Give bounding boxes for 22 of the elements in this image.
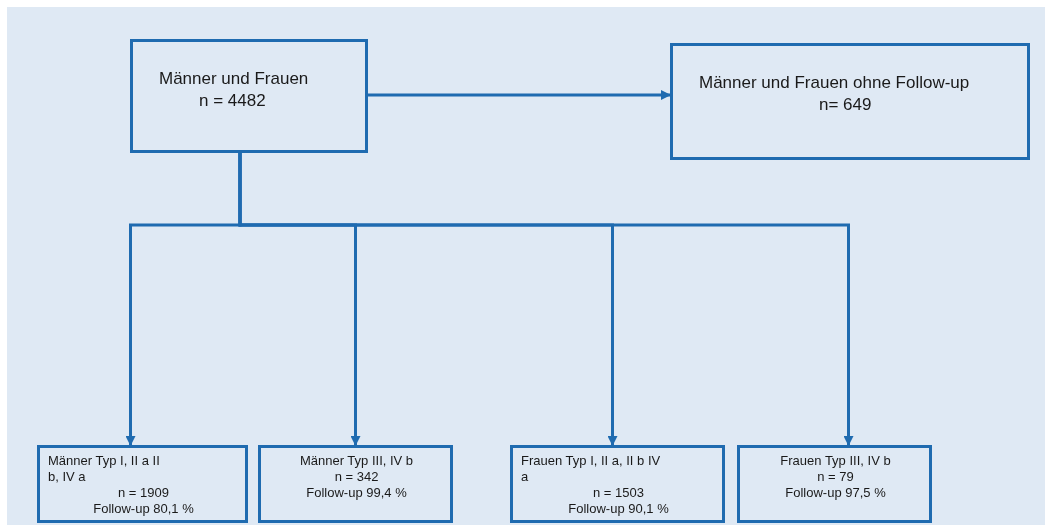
process-box [737,445,932,523]
box-text: n = 79 [816,469,855,485]
process-box [37,445,248,523]
box-text: Frauen Typ III, IV b [779,453,892,469]
process-box [258,445,453,523]
process-box [670,43,1030,160]
box-text: n = 1909 [117,485,170,501]
box-text: Follow-up 97,5 % [784,485,887,501]
box-text: n = 342 [333,469,380,485]
arrow [368,90,671,100]
box-text: n = 1503 [592,485,645,501]
box-text: n= 649 [818,94,873,116]
box-text: n = 4482 [198,90,267,112]
box-text: Follow-up 99,4 % [305,485,408,501]
process-box [130,39,368,153]
box-text: Männer Typ III, IV b [298,453,415,469]
box-text: Männer und Frauen [159,68,310,90]
box-text: Männer und Frauen ohne Follow-up [699,72,971,94]
box-text: Follow-up 90,1 % [567,501,670,517]
box-text: Follow-up 80,1 % [92,501,195,517]
process-box [510,445,725,523]
arrow [238,153,854,446]
